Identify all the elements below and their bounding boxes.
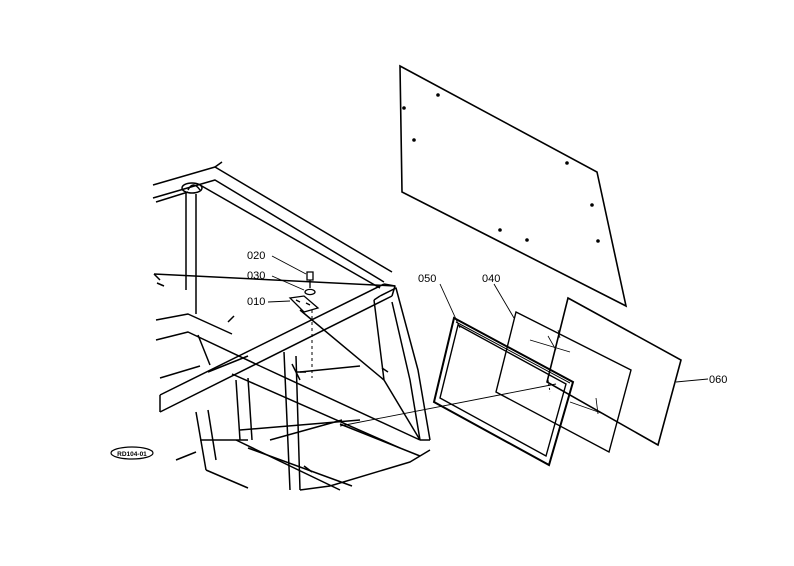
label-060: 060 xyxy=(709,374,727,386)
reference-badge: RD104-01 xyxy=(110,446,154,460)
reference-code: RD104-01 xyxy=(117,451,147,458)
outer-panel-060 xyxy=(546,296,682,447)
clamp-hardware xyxy=(288,271,320,313)
assembly-line xyxy=(339,383,557,427)
label-010: 010 xyxy=(247,296,265,308)
label-030: 030 xyxy=(247,270,265,282)
cab-frame xyxy=(152,161,431,491)
label-050: 050 xyxy=(418,273,436,285)
label-040: 040 xyxy=(482,273,500,285)
weather-strip-050 xyxy=(432,316,575,467)
top-panel xyxy=(399,64,628,308)
label-020: 020 xyxy=(247,250,265,262)
glass-pane-040 xyxy=(495,310,632,454)
leader-lines xyxy=(267,255,709,383)
